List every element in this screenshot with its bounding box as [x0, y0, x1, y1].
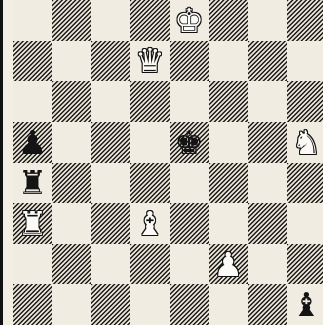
square-e4[interactable]: [170, 163, 209, 204]
square-g5[interactable]: [248, 122, 287, 163]
square-h5[interactable]: ♞: [287, 122, 323, 163]
square-h7[interactable]: [287, 41, 323, 82]
square-f5[interactable]: [209, 122, 248, 163]
square-f7[interactable]: [209, 41, 248, 82]
square-h3[interactable]: [287, 203, 323, 244]
square-f8[interactable]: [209, 0, 248, 41]
square-b4[interactable]: [52, 163, 91, 204]
square-h1[interactable]: ♝: [287, 284, 323, 325]
square-d2[interactable]: [130, 244, 169, 285]
square-a8[interactable]: [13, 0, 52, 41]
square-g3[interactable]: [248, 203, 287, 244]
square-b1[interactable]: [52, 284, 91, 325]
square-e6[interactable]: [170, 81, 209, 122]
square-f6[interactable]: [209, 81, 248, 122]
square-g7[interactable]: [248, 41, 287, 82]
square-f2[interactable]: ♟: [209, 244, 248, 285]
square-h2[interactable]: [287, 244, 323, 285]
square-a1[interactable]: [13, 284, 52, 325]
square-a3[interactable]: ♜: [13, 203, 52, 244]
square-g1[interactable]: [248, 284, 287, 325]
square-d4[interactable]: [130, 163, 169, 204]
black-bishop-icon[interactable]: ♝: [292, 288, 322, 321]
square-b6[interactable]: [52, 81, 91, 122]
square-c8[interactable]: [91, 0, 130, 41]
square-a6[interactable]: [13, 81, 52, 122]
square-a7[interactable]: [13, 41, 52, 82]
square-d1[interactable]: [130, 284, 169, 325]
square-e5[interactable]: ♚: [170, 122, 209, 163]
white-queen-icon[interactable]: ♛: [135, 44, 165, 77]
black-king-icon[interactable]: ♚: [174, 126, 204, 159]
square-g6[interactable]: [248, 81, 287, 122]
square-b8[interactable]: [52, 0, 91, 41]
square-f4[interactable]: [209, 163, 248, 204]
square-g2[interactable]: [248, 244, 287, 285]
white-bishop-icon[interactable]: ♝: [135, 207, 165, 240]
square-f1[interactable]: [209, 284, 248, 325]
square-h6[interactable]: [287, 81, 323, 122]
square-d8[interactable]: [130, 0, 169, 41]
square-f3[interactable]: [209, 203, 248, 244]
chess-board: ♚ ♛ ♟ ♚ ♞ ♜ ♜ ♝ ♟ ♝: [13, 0, 323, 325]
square-g4[interactable]: [248, 163, 287, 204]
square-d6[interactable]: [130, 81, 169, 122]
white-knight-icon[interactable]: ♞: [292, 126, 322, 159]
square-c3[interactable]: [91, 203, 130, 244]
square-c5[interactable]: [91, 122, 130, 163]
square-d7[interactable]: ♛: [130, 41, 169, 82]
square-c4[interactable]: [91, 163, 130, 204]
square-a4[interactable]: ♜: [13, 163, 52, 204]
square-e3[interactable]: [170, 203, 209, 244]
black-rook-icon[interactable]: ♜: [18, 166, 48, 199]
white-king-icon[interactable]: ♚: [174, 4, 204, 37]
white-rook-icon[interactable]: ♜: [18, 207, 48, 240]
square-c2[interactable]: [91, 244, 130, 285]
black-pawn-icon[interactable]: ♟: [18, 126, 48, 159]
square-d5[interactable]: [130, 122, 169, 163]
square-b2[interactable]: [52, 244, 91, 285]
square-h4[interactable]: [287, 163, 323, 204]
square-b5[interactable]: [52, 122, 91, 163]
square-e7[interactable]: [170, 41, 209, 82]
square-h8[interactable]: [287, 0, 323, 41]
square-a2[interactable]: [13, 244, 52, 285]
square-e8[interactable]: ♚: [170, 0, 209, 41]
white-pawn-icon[interactable]: ♟: [213, 248, 243, 281]
square-b7[interactable]: [52, 41, 91, 82]
square-e2[interactable]: [170, 244, 209, 285]
square-a5[interactable]: ♟: [13, 122, 52, 163]
square-c6[interactable]: [91, 81, 130, 122]
square-d3[interactable]: ♝: [130, 203, 169, 244]
square-c1[interactable]: [91, 284, 130, 325]
square-g8[interactable]: [248, 0, 287, 41]
square-e1[interactable]: [170, 284, 209, 325]
square-b3[interactable]: [52, 203, 91, 244]
square-c7[interactable]: [91, 41, 130, 82]
